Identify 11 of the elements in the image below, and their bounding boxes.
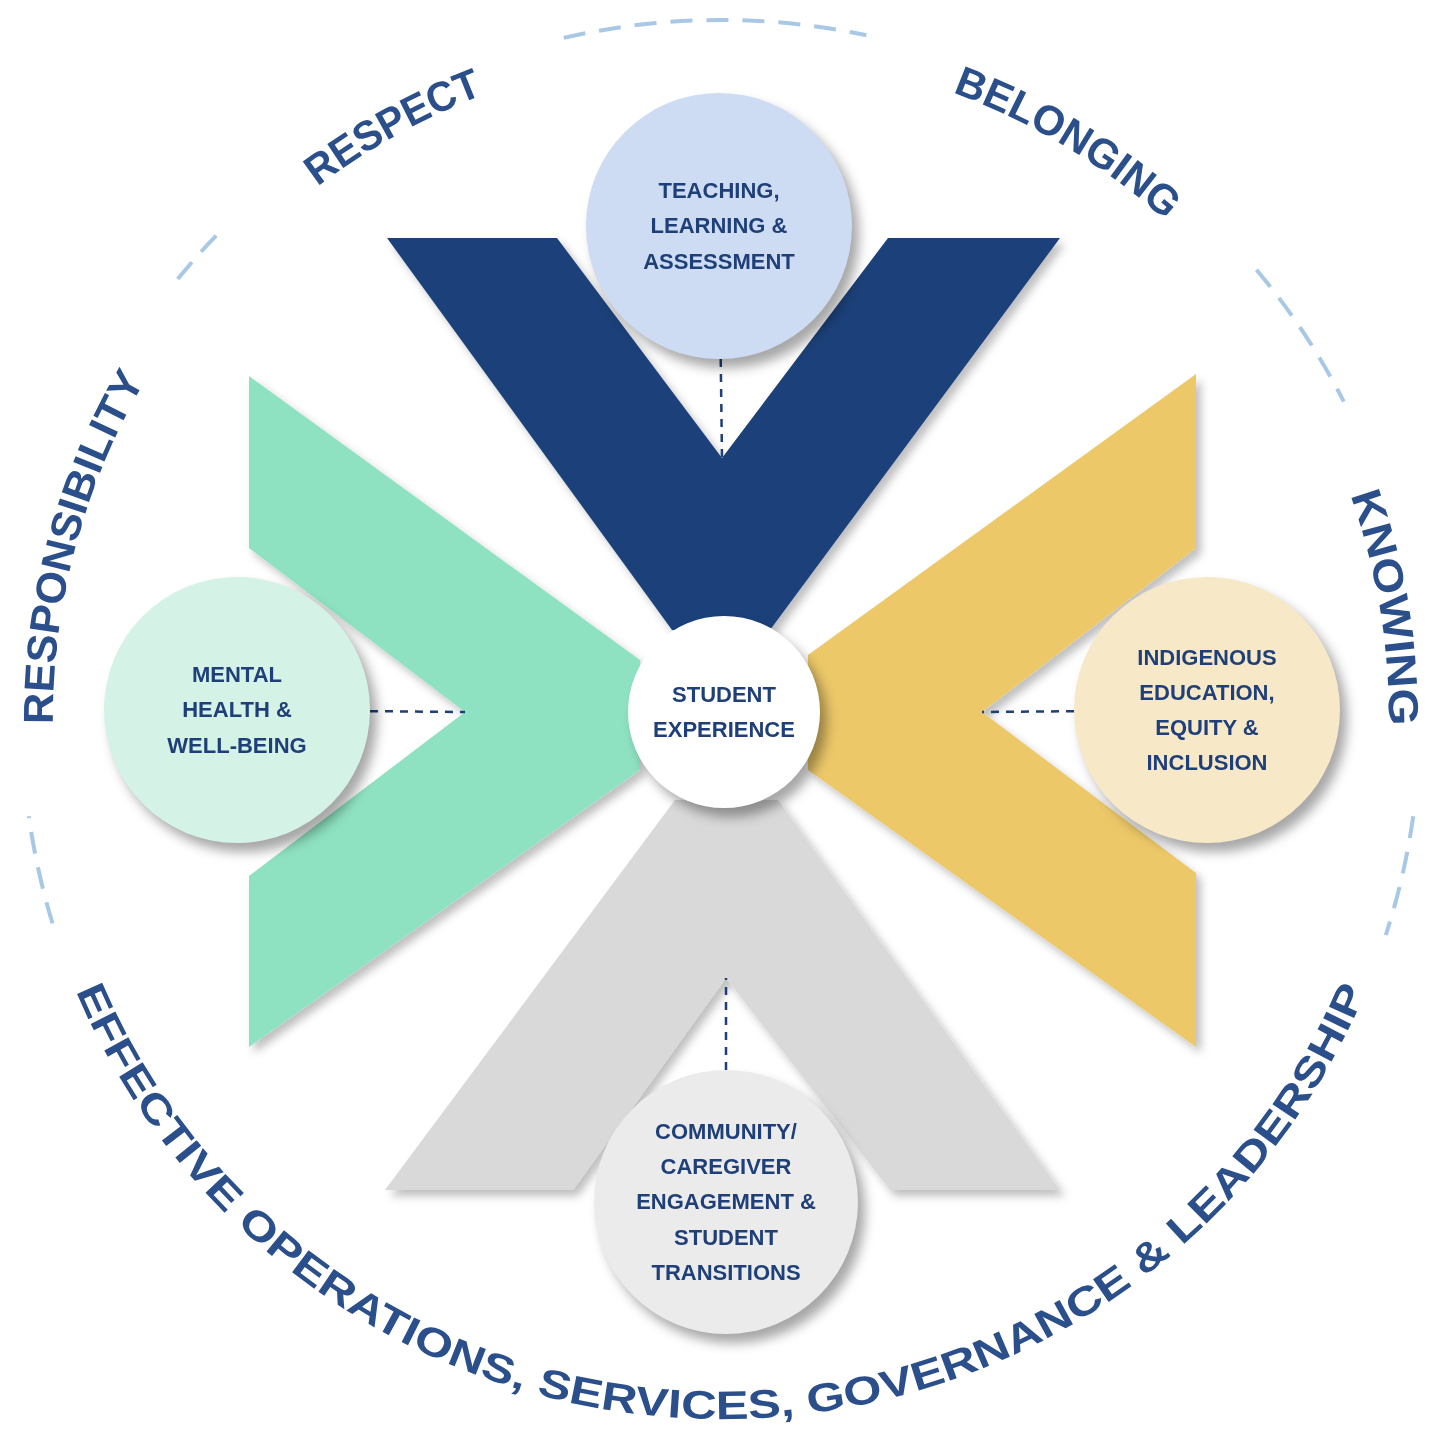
topic-label: INDIGENOUS EDUCATION, EQUITY & INCLUSION (1136, 643, 1278, 778)
dashed-connector (370, 709, 465, 714)
topic-label: COMMUNITY/ CAREGIVER ENGAGEMENT & STUDENT TRANSITIONS (635, 1118, 816, 1285)
topic-label: STUDENT EXPERIENCE (652, 680, 796, 744)
dashed-connector (719, 358, 724, 458)
dashed-connector (724, 978, 728, 1070)
chevron-shape (387, 238, 1060, 630)
dashed-connector (982, 709, 1075, 714)
chevron-shape (385, 800, 1060, 1190)
topic-label: TEACHING, LEARNING & ASSESSMENT (642, 177, 796, 276)
topic-label: MENTAL HEALTH & WELL-BEING (166, 661, 308, 760)
